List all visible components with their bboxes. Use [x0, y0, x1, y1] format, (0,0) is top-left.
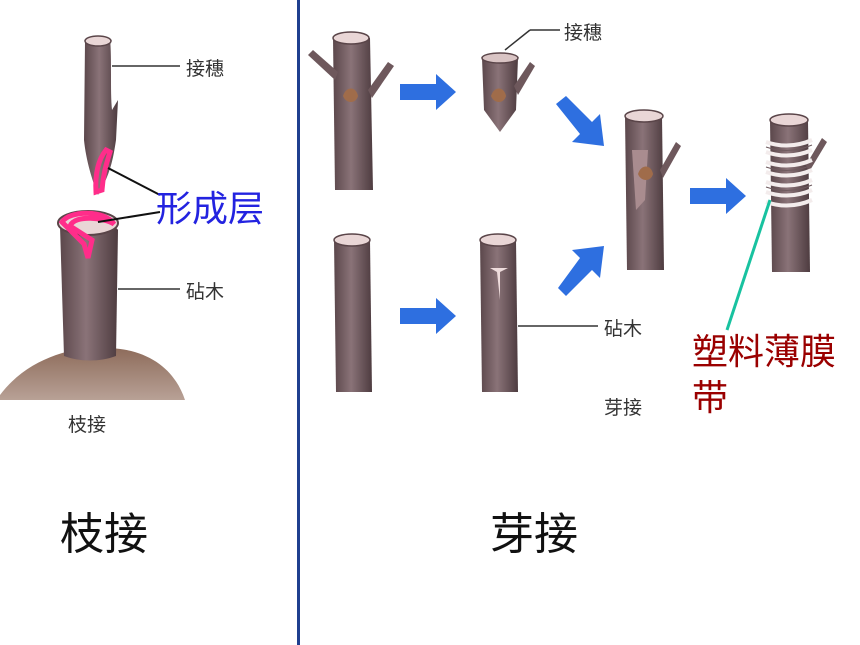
- cambium-label: 形成层: [156, 189, 265, 230]
- caption-small-right: 芽接: [604, 397, 643, 419]
- arrow-1: [400, 74, 456, 110]
- wrapped-stem: [765, 113, 827, 272]
- rootstock-plain-stem: [333, 233, 372, 392]
- rootstock-label-left: 砧木: [186, 281, 225, 303]
- bud-scion-pointer-line: [504, 29, 531, 51]
- arrow-2: [556, 96, 604, 146]
- cambium-ring-rootstock: [58, 210, 117, 259]
- scion-label-left: 接穗: [186, 58, 225, 80]
- rootstock-label-right: 砧木: [604, 318, 643, 340]
- cambium-pointer-line-2: [97, 211, 161, 223]
- rootstock-t-cut-stem: [479, 233, 518, 392]
- arrow-3: [690, 178, 746, 214]
- bud-shield-scion: [481, 52, 535, 132]
- cambium-pointer-line-1: [107, 167, 161, 196]
- panel-divider: [297, 0, 300, 645]
- cambium-line-scion: [93, 146, 114, 196]
- caption-small-left: 枝接: [68, 414, 107, 436]
- bud-source-stem: [308, 31, 394, 190]
- arrow-4: [400, 298, 456, 334]
- caption-big-right: 芽接: [490, 509, 578, 560]
- film-pointer-line: [725, 199, 772, 331]
- soil-mound: [0, 347, 185, 400]
- scion-label-right: 接穗: [564, 22, 603, 44]
- caption-big-left: 枝接: [60, 509, 148, 560]
- scion-cut-top: [84, 35, 112, 47]
- plastic-film-label: 塑料薄膜带: [692, 332, 837, 419]
- inserted-bud-stem: [624, 109, 681, 270]
- rootstock-stem: [60, 222, 118, 361]
- arrow-5: [558, 246, 604, 296]
